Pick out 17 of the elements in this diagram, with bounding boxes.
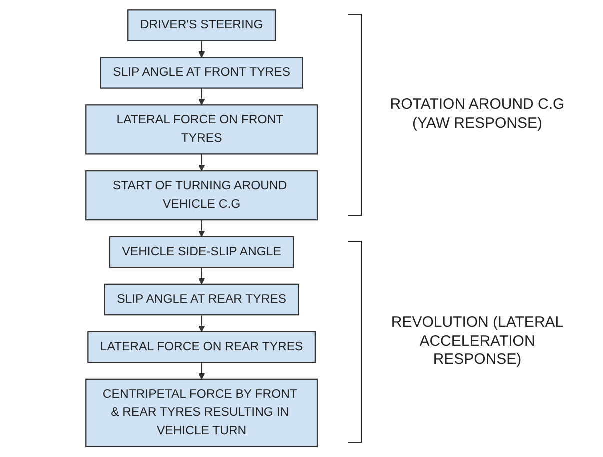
bracket-label: ROTATION AROUND C.G (YAW RESPONSE) (389, 96, 566, 134)
arrow (198, 220, 206, 238)
node-box: SLIP ANGLE AT FRONT TYRES (100, 57, 304, 89)
node-box: DRIVER'S STEERING (128, 10, 276, 42)
node-box: LATERAL FORCE ON REAR TYRES (88, 331, 316, 364)
arrow (198, 314, 206, 332)
node-box: START OF TURNING AROUND VEHICLE C.G (86, 170, 318, 221)
node-box: CENTRIPETAL FORCE BY FRONT & REAR TYRES RESULTING IN VEHICLE TURN (86, 378, 318, 448)
arrow (198, 88, 206, 106)
node-box: VEHICLE SIDE-SLIP ANGLE (109, 236, 294, 268)
arrow (198, 267, 206, 285)
arrow (198, 362, 206, 380)
node-box: LATERAL FORCE ON FRONT TYRES (86, 104, 318, 155)
arrow (198, 154, 206, 172)
arrow (198, 40, 206, 58)
bracket-label: REVOLUTION (LATERAL ACCELERATION RESPONSE) (390, 314, 565, 370)
node-box: SLIP ANGLE AT REAR TYRES (104, 284, 300, 316)
